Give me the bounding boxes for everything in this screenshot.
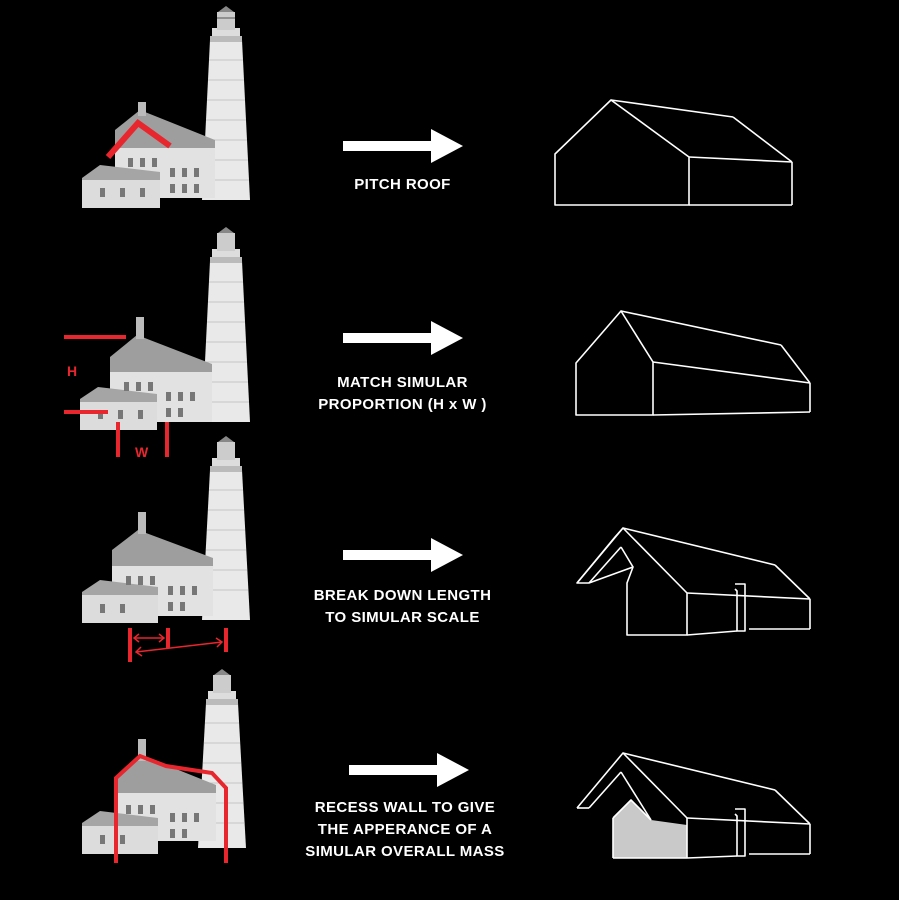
width-label: W [135,444,149,460]
lighthouse-illustration: H W [64,227,250,460]
arrow-right-icon [343,321,463,355]
arrow-right-icon [343,538,463,572]
step-1: PITCH ROOF [0,0,899,225]
step-caption: MATCH SIMULAR PROPORTION (H x W ) [300,372,505,416]
caption-line: BREAK DOWN LENGTH [313,587,492,604]
step-3: BREAK DOWN LENGTH TO SIMULAR SCALE [0,436,899,675]
arrow-right-icon [343,129,463,163]
step-4: RECESS WALL TO GIVE THE APPERANCE OF A S… [0,669,899,900]
pitch-roof-marker [105,118,172,159]
caption-line: PITCH ROOF [354,176,451,193]
lighthouse-illustration [82,669,246,863]
step-caption: RECESS WALL TO GIVE THE APPERANCE OF A S… [285,797,525,863]
caption-line: THE APPERANCE OF A [317,821,493,838]
height-width-markers [64,335,169,457]
keeper-house [82,512,213,623]
step-caption: PITCH ROOF [300,174,505,196]
lighthouse-tower [202,436,250,620]
massing-model-gable [554,99,793,206]
caption-line: SIMULAR OVERALL MASS [305,843,505,860]
lighthouse-illustration [82,436,250,662]
recessed-wall-fill [613,800,687,858]
step-2: H W MATCH SIMULAR PROPORTION (H x W ) [0,225,899,460]
arrow-right-icon [349,753,469,787]
height-label: H [67,363,77,379]
overall-mass-outline [114,753,228,863]
massing-model-gable [575,310,811,416]
lighthouse-illustration [82,6,250,208]
keeper-house [82,739,216,854]
step-caption: BREAK DOWN LENGTH TO SIMULAR SCALE [300,585,505,629]
keeper-house [80,317,212,430]
caption-line: MATCH SIMULAR [337,374,468,391]
caption-line: TO SIMULAR SCALE [325,609,480,626]
massing-model-recessed [576,752,811,859]
lighthouse-tower [202,227,250,422]
caption-line: RECESS WALL TO GIVE [314,799,496,816]
keeper-house [82,102,215,208]
caption-line: PROPORTION (H x W ) [318,396,487,413]
massing-model-stepped [576,527,811,636]
length-dimension-markers [128,628,228,662]
